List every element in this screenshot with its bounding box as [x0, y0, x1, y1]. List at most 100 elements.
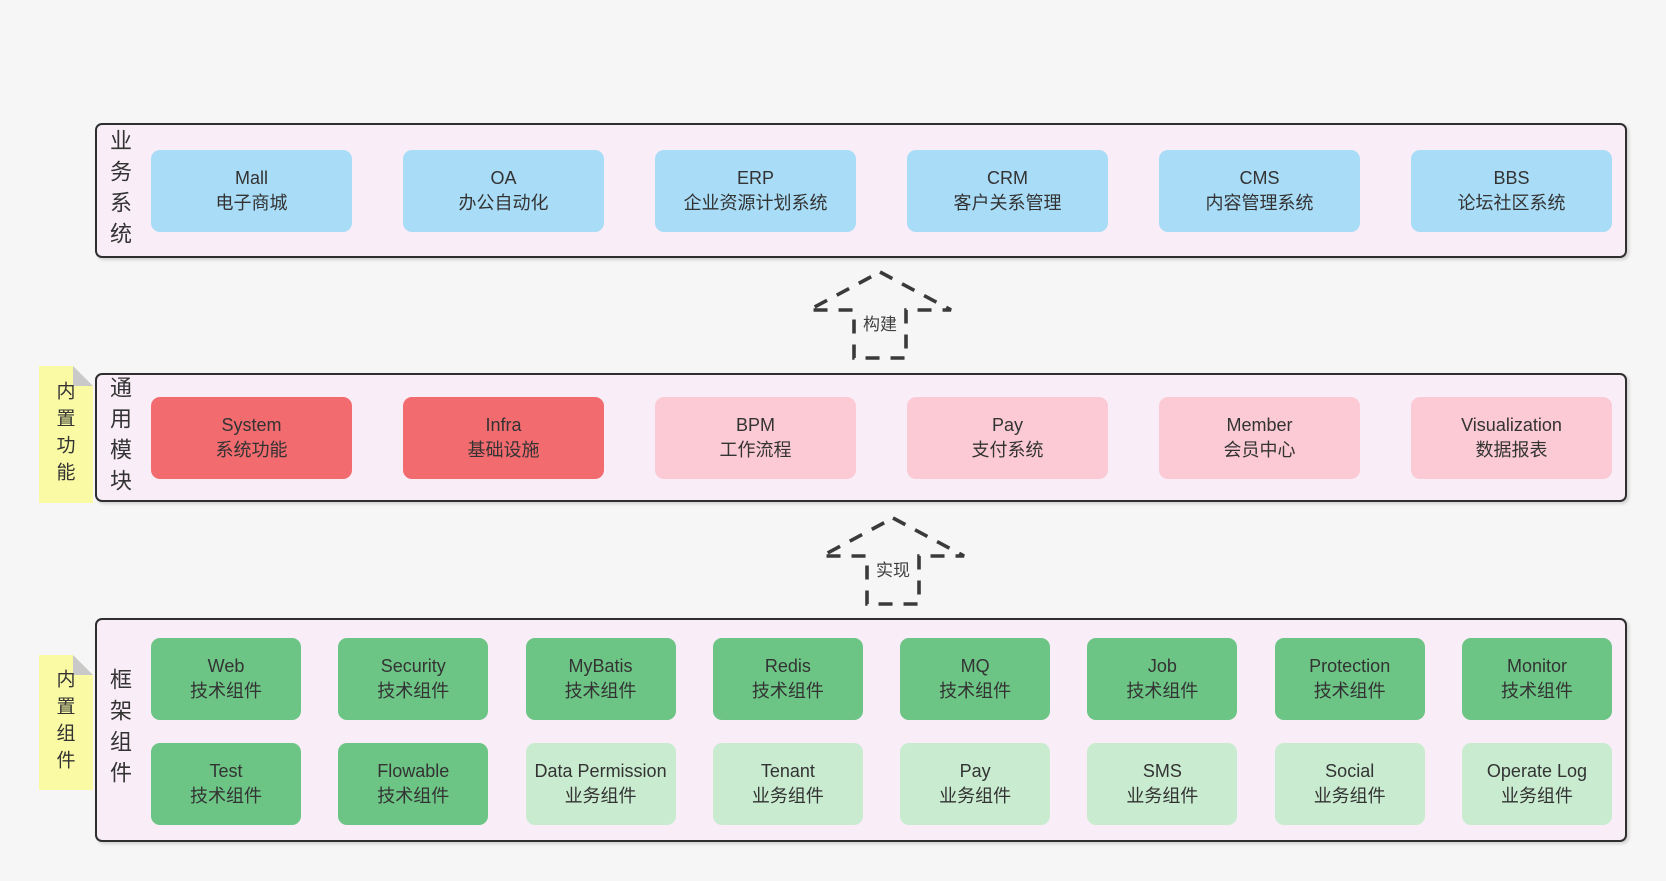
box-security: Security 技术组件: [338, 638, 489, 720]
box-title: MQ: [960, 656, 990, 676]
box-mybatis: MyBatis 技术组件: [525, 638, 676, 720]
module-box-row: System 系统功能 Infra 基础设施 BPM 工作流程 Pay 支付系统…: [151, 397, 1612, 479]
box-web: Web 技术组件: [151, 638, 301, 720]
business-box-row: Mall 电子商城 OA 办公自动化 ERP 企业资源计划系统 CRM 客户关系…: [151, 150, 1612, 232]
box-subtitle: 电子商城: [215, 193, 288, 213]
box-title: Pay: [959, 761, 991, 781]
box-subtitle: 技术组件: [1500, 681, 1573, 701]
framework-box-row-1: Web 技术组件 Security 技术组件 MyBatis 技术组件 Redi…: [151, 638, 1612, 720]
box-title: Web: [207, 656, 245, 676]
box-subtitle: 办公自动化: [458, 193, 549, 213]
box-title: Operate Log: [1486, 761, 1587, 781]
box-subtitle: 技术组件: [564, 681, 637, 701]
box-test: Test 技术组件: [151, 743, 301, 825]
box-infra: Infra 基础设施: [403, 397, 604, 479]
box-pay: Pay 支付系统: [907, 397, 1108, 479]
build-arrow: 构建: [805, 268, 955, 362]
box-erp: ERP 企业资源计划系统: [655, 150, 856, 232]
box-title: Mall: [234, 168, 268, 188]
box-title: ERP: [736, 168, 774, 188]
box-mall: Mall 电子商城: [151, 150, 352, 232]
box-subtitle: 技术组件: [190, 681, 262, 701]
box-title: Test: [209, 761, 243, 781]
box-title: Redis: [764, 656, 811, 676]
box-subtitle: 业务组件: [1126, 786, 1199, 806]
box-title: BBS: [1493, 168, 1530, 188]
box-title: CMS: [1239, 168, 1280, 188]
box-subtitle: 支付系统: [971, 440, 1044, 460]
box-job: Job 技术组件: [1087, 638, 1238, 720]
box-subtitle: 技术组件: [377, 681, 450, 701]
box-subtitle: 技术组件: [1313, 681, 1386, 701]
box-title: Visualization: [1461, 415, 1562, 435]
box-subtitle: 技术组件: [377, 786, 450, 806]
section-label: 框架组件: [107, 668, 132, 792]
box-title: Security: [380, 656, 446, 676]
box-subtitle: 业务组件: [939, 786, 1012, 806]
box-subtitle: 内容管理系统: [1205, 193, 1314, 213]
box-subtitle: 企业资源计划系统: [683, 193, 828, 213]
box-subtitle: 业务组件: [1313, 786, 1386, 806]
box-crm: CRM 客户关系管理: [907, 150, 1108, 232]
box-title: Infra: [485, 415, 522, 435]
box-social: Social 业务组件: [1274, 743, 1425, 825]
up-arrow-icon: [808, 269, 952, 360]
box-member: Member 会员中心: [1159, 397, 1360, 479]
box-visualization: Visualization 数据报表: [1411, 397, 1612, 479]
box-subtitle: 技术组件: [939, 681, 1012, 701]
box-subtitle: 数据报表: [1475, 440, 1548, 460]
box-subtitle: 论坛社区系统: [1457, 193, 1566, 213]
box-monitor: Monitor 技术组件: [1461, 638, 1612, 720]
box-title: Tenant: [760, 761, 815, 781]
sticky-note-built-in-features: 内置功能: [39, 366, 93, 503]
box-protection: Protection 技术组件: [1274, 638, 1425, 720]
box-subtitle: 基础设施: [467, 440, 540, 460]
box-tenant: Tenant 业务组件: [712, 743, 863, 825]
arrow-label: 实现: [876, 561, 910, 580]
implement-arrow: 实现: [818, 514, 968, 608]
box-title: CRM: [987, 168, 1028, 188]
box-subtitle: 会员中心: [1223, 440, 1296, 460]
box-title: Protection: [1309, 656, 1391, 676]
note-label: 内置组件: [53, 668, 75, 777]
box-title: SMS: [1142, 761, 1182, 781]
box-subtitle: 技术组件: [751, 681, 824, 701]
box-oa: OA 办公自动化: [403, 150, 604, 232]
box-subtitle: 系统功能: [215, 440, 288, 460]
box-data-permission: Data Permission 业务组件: [525, 743, 676, 825]
folded-corner-icon: [73, 366, 93, 386]
box-subtitle: 工作流程: [719, 440, 792, 460]
box-bpm: BPM 工作流程: [655, 397, 856, 479]
box-redis: Redis 技术组件: [712, 638, 863, 720]
box-title: Flowable: [377, 761, 450, 781]
section-framework-components: 框架组件 Web 技术组件 Security 技术组件 MyBatis 技术组件…: [95, 618, 1627, 842]
box-title: OA: [490, 168, 517, 188]
note-label: 内置功能: [53, 380, 75, 489]
section-label: 业务系统: [107, 128, 132, 253]
box-bbs: BBS 论坛社区系统: [1411, 150, 1612, 232]
box-subtitle: 业务组件: [564, 786, 637, 806]
box-title: Data Permission: [534, 761, 667, 781]
box-title: Social: [1325, 761, 1375, 781]
section-common-modules: 通用模块 System 系统功能 Infra 基础设施 BPM 工作流程 Pay…: [95, 373, 1627, 502]
box-pay-component: Pay 业务组件: [900, 743, 1051, 825]
arrow-label: 构建: [863, 315, 897, 334]
box-system: System 系统功能: [151, 397, 352, 479]
section-label: 通用模块: [107, 375, 132, 500]
folded-corner-icon: [73, 655, 93, 675]
box-subtitle: 技术组件: [1126, 681, 1199, 701]
box-title: Member: [1226, 415, 1293, 435]
box-title: System: [221, 415, 282, 435]
up-arrow-icon: [821, 515, 965, 606]
box-subtitle: 业务组件: [751, 786, 824, 806]
framework-box-row-2: Test 技术组件 Flowable 技术组件 Data Permission …: [151, 743, 1612, 825]
sticky-note-built-in-components: 内置组件: [39, 655, 93, 790]
section-business-systems: 业务系统 Mall 电子商城 OA 办公自动化 ERP 企业资源计划系统 CRM…: [95, 123, 1627, 258]
box-subtitle: 客户关系管理: [953, 193, 1062, 213]
box-sms: SMS 业务组件: [1087, 743, 1238, 825]
box-flowable: Flowable 技术组件: [338, 743, 489, 825]
box-title: BPM: [735, 415, 775, 435]
box-subtitle: 业务组件: [1500, 786, 1573, 806]
box-subtitle: 技术组件: [190, 786, 262, 806]
